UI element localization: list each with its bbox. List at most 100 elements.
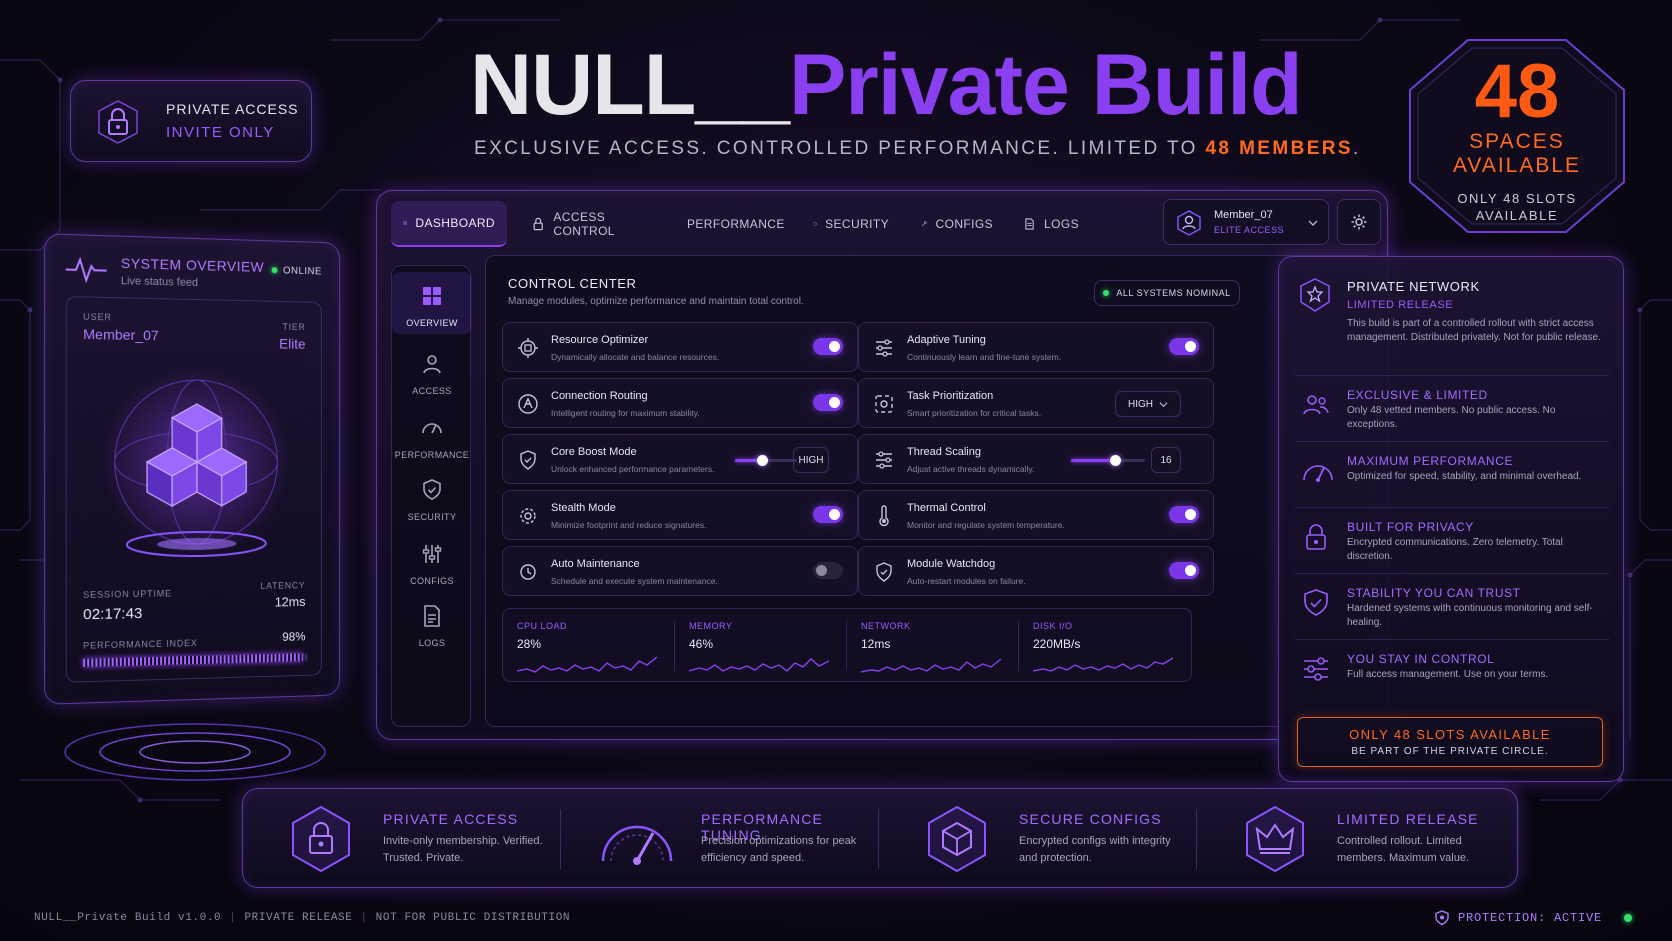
tab-performance[interactable]: PERFORMANCE xyxy=(667,201,793,247)
adaptive-tuning-toggle[interactable] xyxy=(1169,338,1199,355)
slots-available-cta[interactable]: ONLY 48 SLOTS AVAILABLE BE PART OF THE P… xyxy=(1297,717,1603,767)
cpu-gear-icon xyxy=(517,337,539,359)
stat-label: NETWORK xyxy=(861,621,911,631)
feature-control: YOU STAY IN CONTROL Full access manageme… xyxy=(1295,639,1609,705)
module-desc: Unlock enhanced performance parameters. xyxy=(551,464,714,474)
auto-maintenance-toggle[interactable] xyxy=(813,562,843,579)
tab-dashboard-label: DASHBOARD xyxy=(415,216,495,230)
spaces-note-line1: ONLY 48 SLOTS xyxy=(1408,190,1626,207)
core-boost-slider-knob[interactable] xyxy=(757,455,768,466)
resource-optimizer-toggle[interactable] xyxy=(813,338,843,355)
thread-scaling-value[interactable]: 16 xyxy=(1151,447,1181,473)
gauge-icon xyxy=(420,416,444,440)
module-thermal-control: Thermal Control Monitor and regulate sys… xyxy=(858,490,1214,540)
shield-icon xyxy=(813,215,817,233)
gear-icon xyxy=(1350,213,1368,231)
tier-label: TIER xyxy=(283,322,306,332)
stat-cpu-load: CPU LOAD 28% xyxy=(503,609,675,683)
private-access-badge: PRIVATE ACCESS INVITE ONLY xyxy=(70,80,312,162)
sidebar-item-logs[interactable]: LOGS xyxy=(392,592,472,654)
stats-strip: CPU LOAD 28% MEMORY 46% NETWORK 12ms DIS… xyxy=(502,608,1192,682)
sidebar-nav: OVERVIEW ACCESS PERFORMANCE SECURITY CON… xyxy=(391,265,471,727)
sidebar-item-performance[interactable]: PERFORMANCE xyxy=(392,404,472,466)
spaces-note-line2: AVAILABLE xyxy=(1408,207,1626,224)
sidebar-item-access-label: ACCESS xyxy=(392,386,472,396)
sidebar-item-security-label: SECURITY xyxy=(392,512,472,522)
thread-scaling-slider-knob[interactable] xyxy=(1110,455,1121,466)
sparkline-memory xyxy=(689,649,829,677)
wrench-icon xyxy=(921,215,928,233)
feature-performance: MAXIMUM PERFORMANCE Optimized for speed,… xyxy=(1295,441,1609,507)
network-shield-icon xyxy=(1297,277,1333,313)
online-dot-icon xyxy=(271,267,277,273)
bottom-feature-desc: Controlled rollout. Limited members. Max… xyxy=(1337,833,1507,867)
bottom-feature-desc: Encrypted configs with integrity and pro… xyxy=(1019,833,1189,867)
stat-disk-io: DISK I/O 220MB/s xyxy=(1019,609,1191,683)
thermal-control-toggle[interactable] xyxy=(1169,506,1199,523)
lock-icon xyxy=(1301,522,1331,552)
tab-logs[interactable]: LOGS xyxy=(1011,201,1091,247)
feature-desc: Only 48 vetted members. No public access… xyxy=(1347,404,1597,432)
tab-access-control-label: ACCESS CONTROL xyxy=(553,210,647,238)
member-dropdown[interactable]: Member_07 ELITE ACCESS xyxy=(1163,199,1329,245)
spaces-label: SPACES AVAILABLE xyxy=(1408,130,1626,178)
module-title: Thread Scaling xyxy=(907,446,981,458)
private-network-panel: PRIVATE NETWORK LIMITED RELEASE This bui… xyxy=(1278,256,1624,782)
tab-security[interactable]: SECURITY xyxy=(801,201,901,247)
sidebar-item-security[interactable]: SECURITY xyxy=(392,466,472,528)
connection-routing-toggle[interactable] xyxy=(813,394,843,411)
dashboard-window: DASHBOARD ACCESS CONTROL PERFORMANCE SEC… xyxy=(376,190,1388,740)
stat-label: CPU LOAD xyxy=(517,621,567,631)
user-icon xyxy=(420,352,444,376)
hero-subtitle-end: . xyxy=(1353,138,1361,159)
feature-stability: STABILITY YOU CAN TRUST Hardened systems… xyxy=(1295,573,1609,639)
tab-performance-label: PERFORMANCE xyxy=(687,217,785,231)
bottom-feature-title: PRIVATE ACCESS xyxy=(383,811,518,827)
shield-icon xyxy=(420,478,444,502)
module-desc: Intelligent routing for maximum stabilit… xyxy=(551,408,700,418)
settings-button[interactable] xyxy=(1337,199,1381,245)
module-title: Core Boost Mode xyxy=(551,446,637,458)
protection-status: PROTECTION: ACTIVE xyxy=(1434,910,1632,926)
stealth-mode-toggle[interactable] xyxy=(813,506,843,523)
module-title: Stealth Mode xyxy=(551,502,616,514)
shield-icon xyxy=(517,449,539,471)
module-desc: Continuously learn and fine-tune system. xyxy=(907,352,1061,362)
chevron-down-icon xyxy=(1308,219,1318,227)
core-boost-value[interactable]: HIGH xyxy=(793,447,829,473)
tab-access-control[interactable]: ACCESS CONTROL xyxy=(519,201,659,247)
systems-status-text: ALL SYSTEMS NOMINAL xyxy=(1116,288,1230,298)
sidebar-item-configs[interactable]: CONFIGS xyxy=(392,530,472,592)
access-badge-line1: PRIVATE ACCESS xyxy=(166,101,299,117)
module-desc: Adjust active threads dynamically. xyxy=(907,464,1034,474)
task-priority-select[interactable]: HIGH xyxy=(1115,391,1181,417)
footer-info: NULL__Private Build v1.0.0|PRIVATE RELEA… xyxy=(34,912,570,924)
tab-configs-label: CONFIGS xyxy=(936,217,993,231)
sidebar-item-overview[interactable]: OVERVIEW xyxy=(392,272,472,334)
slots-cta-title: ONLY 48 SLOTS AVAILABLE xyxy=(1298,727,1602,742)
tab-configs[interactable]: CONFIGS xyxy=(909,201,1005,247)
thread-scaling-slider[interactable] xyxy=(1071,459,1145,462)
performance-index-fill xyxy=(83,653,303,667)
uptime-label: SESSION UPTIME xyxy=(83,588,172,600)
footer-release: PRIVATE RELEASE xyxy=(244,912,352,924)
system-overview-title: SYSTEM OVERVIEW xyxy=(121,255,264,275)
module-title: Connection Routing xyxy=(551,390,648,402)
core-boost-slider[interactable] xyxy=(735,459,797,462)
tab-bar: DASHBOARD ACCESS CONTROL PERFORMANCE SEC… xyxy=(391,201,1131,247)
private-network-subtitle: LIMITED RELEASE xyxy=(1347,299,1453,311)
sidebar-item-access[interactable]: ACCESS xyxy=(392,340,472,402)
access-badge-line2: INVITE ONLY xyxy=(166,124,275,141)
tier-value: Elite xyxy=(279,336,305,352)
feature-exclusive: EXCLUSIVE & LIMITED Only 48 vetted membe… xyxy=(1295,375,1609,441)
shield-icon xyxy=(1434,910,1450,926)
module-desc: Minimize footprint and reduce signatures… xyxy=(551,520,706,530)
module-resource-optimizer: Resource Optimizer Dynamically allocate … xyxy=(502,322,858,372)
bottom-feature-title: SECURE CONFIGS xyxy=(1019,811,1162,827)
sparkline-network xyxy=(861,649,1001,677)
module-desc: Monitor and regulate system temperature. xyxy=(907,520,1065,530)
tab-dashboard[interactable]: DASHBOARD xyxy=(391,201,507,247)
bottom-feature-desc: Precision optimizations for peak efficie… xyxy=(701,833,871,867)
hero-title-null: NULL__ xyxy=(470,37,789,133)
module-watchdog-toggle[interactable] xyxy=(1169,562,1199,579)
